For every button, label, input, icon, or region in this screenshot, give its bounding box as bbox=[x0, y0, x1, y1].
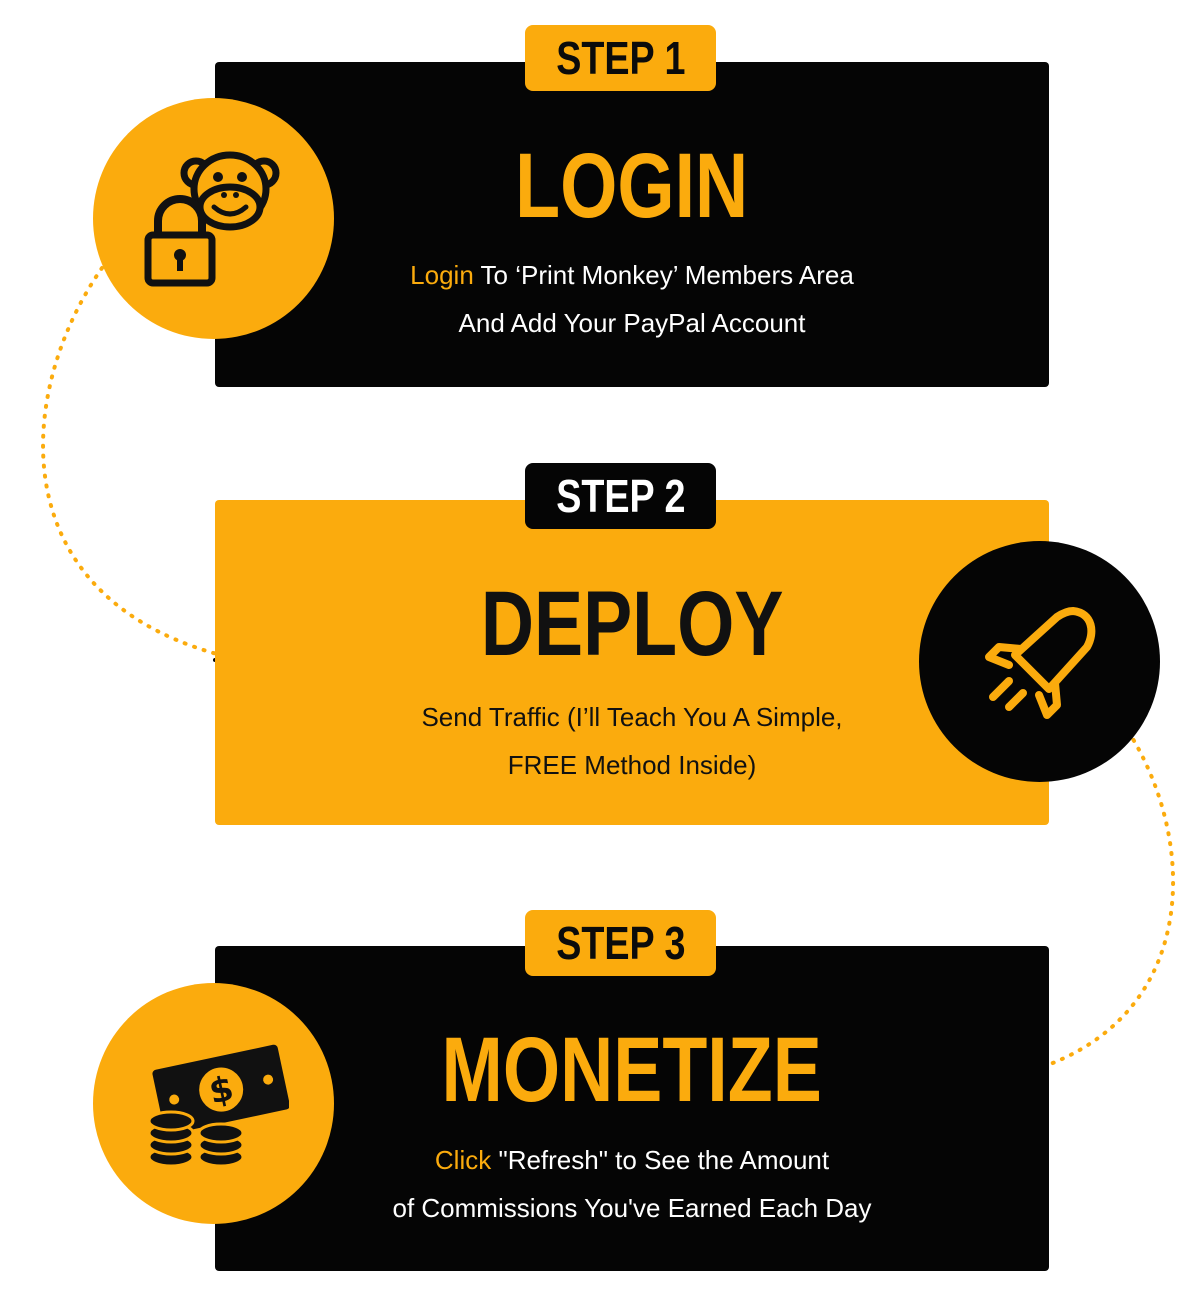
money-coins-icon: $ bbox=[147, 1044, 289, 1167]
step2-badge: STEP 2 bbox=[525, 463, 716, 529]
step1-badge: STEP 1 bbox=[525, 25, 716, 91]
step3-title: MONETIZE bbox=[441, 1019, 823, 1121]
step3-badge: STEP 3 bbox=[525, 910, 716, 976]
step2-title: DEPLOY bbox=[480, 573, 784, 675]
step1-desc-line1: To ‘Print Monkey’ Members Area bbox=[473, 260, 854, 290]
connector-step1-to-step2 bbox=[41, 266, 264, 666]
rocket-icon bbox=[984, 606, 1095, 719]
step3-desc-line1: "Refresh" to See the Amount bbox=[491, 1145, 830, 1175]
step3-icon-circle: $ bbox=[93, 983, 334, 1224]
step3-card: MONETIZE Click "Refresh" to See the Amou… bbox=[215, 946, 1049, 1271]
step2-icon-circle bbox=[919, 541, 1160, 782]
step1-description: Login To ‘Print Monkey’ Members Area And… bbox=[215, 251, 1049, 347]
step3-desc-line2: of Commissions You've Earned Each Day bbox=[392, 1193, 872, 1223]
monkey-lock-icon bbox=[144, 151, 279, 286]
step1-card: LOGIN Login To ‘Print Monkey’ Members Ar… bbox=[215, 62, 1049, 387]
step1-title: LOGIN bbox=[515, 135, 749, 237]
step2-card: DEPLOY Send Traffic (I’ll Teach You A Si… bbox=[215, 500, 1049, 825]
step2-description: Send Traffic (I’ll Teach You A Simple, F… bbox=[215, 693, 1049, 789]
step2-desc-line2: FREE Method Inside) bbox=[507, 750, 757, 780]
step2-desc-line1: Send Traffic (I’ll Teach You A Simple, bbox=[421, 702, 843, 732]
step1-desc-line2: And Add Your PayPal Account bbox=[458, 308, 806, 338]
step3-highlight: Click bbox=[434, 1145, 492, 1175]
connector-step2-to-step3 bbox=[938, 713, 1175, 1087]
step1-highlight: Login bbox=[410, 260, 474, 290]
step1-icon-circle bbox=[93, 98, 334, 339]
step3-description: Click "Refresh" to See the Amount of Com… bbox=[215, 1136, 1049, 1232]
